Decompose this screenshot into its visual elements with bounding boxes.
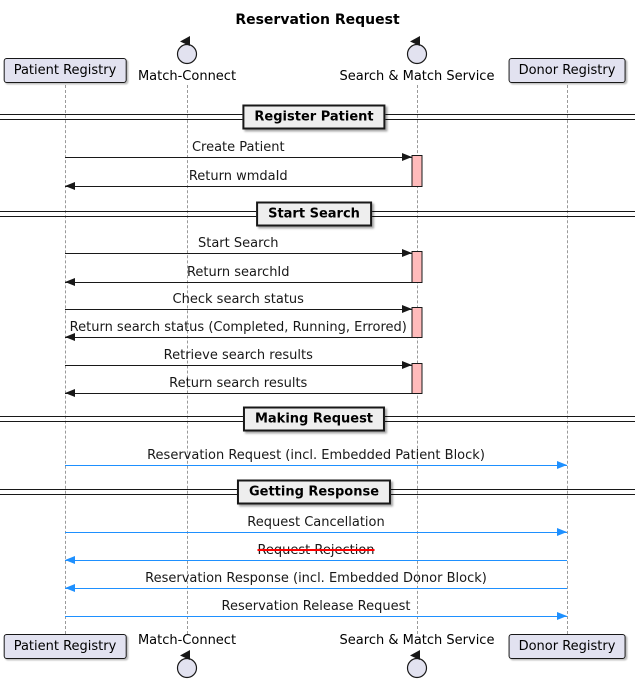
divider-making-request: Making Request [242,406,386,432]
message-label-create-patient: Create Patient [191,140,285,155]
message-line-return-wmdaid [65,186,412,187]
message-line-return-searchid [65,282,412,283]
lifeline-match-connect [187,85,188,634]
lifeline-search-match-service [417,85,418,634]
arrowhead-icon-request-rejection [65,556,75,564]
activation-bar-4 [411,363,423,394]
message-label-return-searchid: Return searchId [186,265,290,280]
message-label-request-cancellation: Request Cancellation [247,515,385,530]
message-line-request-rejection [65,560,567,561]
activation-bar-1 [411,155,423,187]
control-icon-top-search-match-service [405,35,429,69]
message-line-request-cancellation [65,532,567,533]
activation-bar-3 [411,307,423,338]
message-line-retrieve-search-results [65,365,412,366]
arrowhead-icon-return-search-results [65,389,75,397]
message-label-request-rejection: Request Rejection [257,543,375,558]
arrowhead-icon-retrieve-search-results [401,361,412,369]
message-label-check-search-status: Check search status [172,292,304,307]
control-icon-bottom-match-connect [175,649,199,680]
message-label-start-search: Start Search [197,236,279,251]
participant-top-patient-registry: Patient Registry [3,58,127,83]
message-line-check-search-status [65,309,412,310]
participant-top-match-connect: Match-Connect [137,69,237,84]
message-line-create-patient [65,157,412,158]
lifeline-donor-registry [567,85,568,634]
message-line-return-search-status-completed-running-errored [65,337,412,338]
diagram-title: Reservation Request [235,12,400,28]
participant-top-donor-registry: Donor Registry [508,58,626,83]
participant-top-search-match-service: Search & Match Service [339,69,495,84]
arrowhead-icon-reservation-release-request [557,612,567,620]
message-line-reservation-release-request [65,616,567,617]
participant-bottom-match-connect: Match-Connect [137,633,237,648]
arrowhead-icon-start-search [401,249,412,257]
divider-register-patient: Register Patient [242,104,386,130]
message-line-start-search [65,253,412,254]
message-line-reservation-request-incl-embedded-patient-block [65,465,567,466]
message-label-reservation-response-incl-embedded-donor-block: Reservation Response (incl. Embedded Don… [145,571,487,586]
message-label-return-search-results: Return search results [169,376,308,391]
message-label-reservation-release-request: Reservation Release Request [221,599,411,614]
divider-start-search: Start Search [256,201,372,227]
arrowhead-icon-return-searchid [65,278,75,286]
arrowhead-icon-check-search-status [401,305,412,313]
arrowhead-icon-request-cancellation [557,528,567,536]
arrowhead-icon-reservation-request-incl-embedded-patient-block [557,461,567,469]
participant-bottom-donor-registry: Donor Registry [508,634,626,659]
activation-bar-2 [411,251,423,283]
message-label-return-wmdaid: Return wmdaId [188,169,288,184]
participant-bottom-patient-registry: Patient Registry [3,634,127,659]
message-label-retrieve-search-results: Retrieve search results [163,348,313,363]
message-line-reservation-response-incl-embedded-donor-block [65,588,567,589]
arrowhead-icon-reservation-response-incl-embedded-donor-block [65,584,75,592]
message-label-return-search-status-completed-running-errored: Return search status (Completed, Running… [69,320,407,335]
arrowhead-icon-create-patient [401,153,412,161]
arrowhead-icon-return-search-status-completed-running-errored [65,333,75,341]
lifeline-patient-registry [65,85,66,634]
divider-getting-response: Getting Response [236,479,392,505]
arrowhead-icon-return-wmdaid [65,182,75,190]
message-line-return-search-results [65,393,412,394]
message-label-reservation-request-incl-embedded-patient-block: Reservation Request (incl. Embedded Pati… [147,448,485,463]
control-icon-top-match-connect [175,35,199,69]
participant-bottom-search-match-service: Search & Match Service [339,633,495,648]
control-icon-bottom-search-match-service [405,649,429,680]
